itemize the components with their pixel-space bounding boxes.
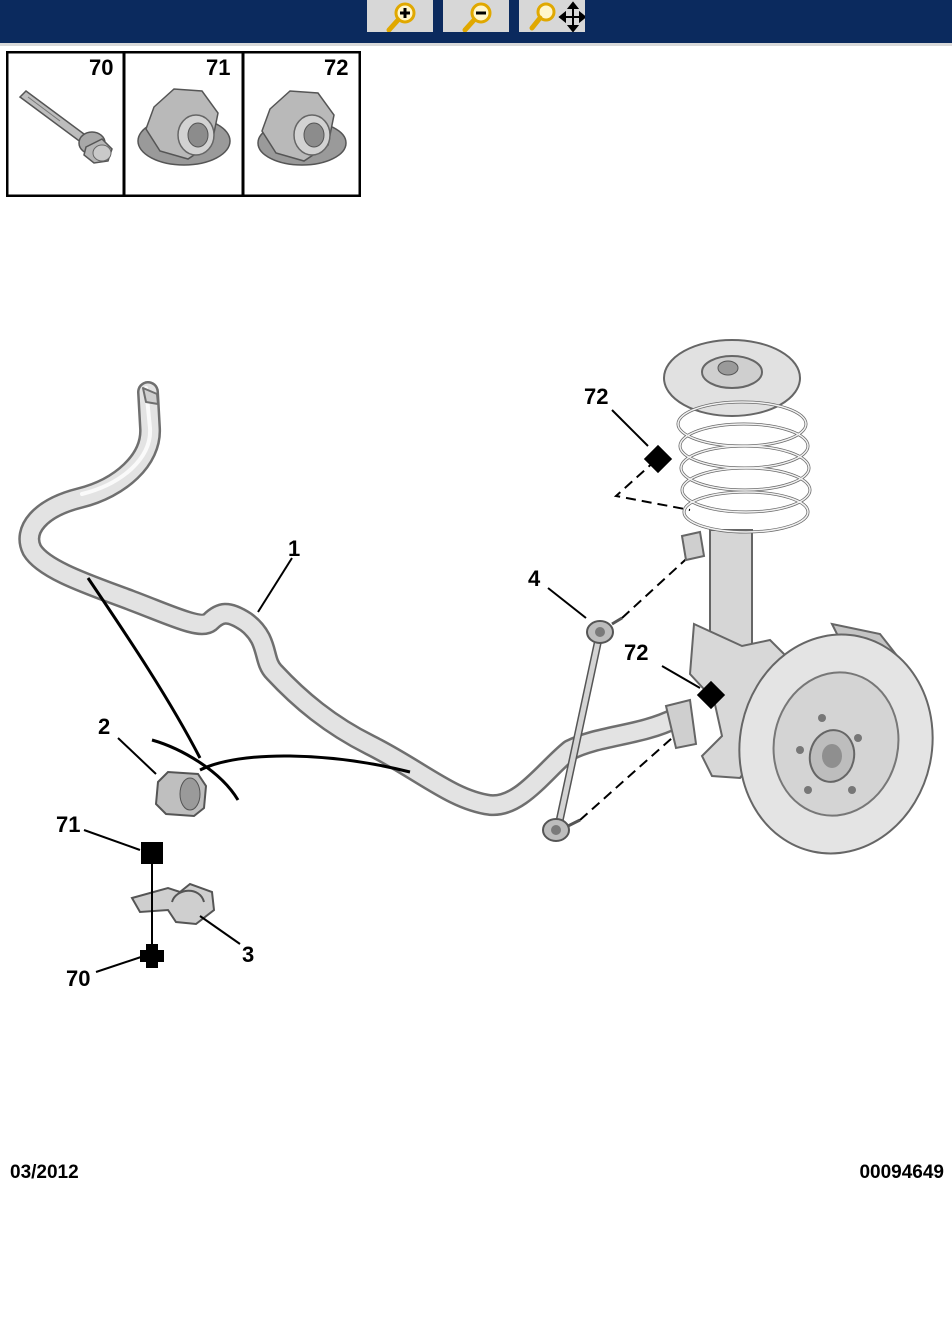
flange-nut-drawing [137, 88, 231, 166]
bush-2 [154, 770, 208, 818]
legend-cell-71: 71 [137, 55, 231, 166]
callout-1: 1 [288, 536, 300, 561]
toolbar-divider [0, 43, 952, 46]
zoom-out-button[interactable] [443, 0, 509, 32]
footer-code: 00094649 [859, 1162, 944, 1183]
anti-roll-bar [18, 381, 687, 817]
callout-70: 70 [66, 966, 90, 991]
callout-leaders [83, 409, 701, 973]
footer-date: 03/2012 [10, 1162, 79, 1183]
bush-leader-lines [86, 577, 411, 801]
exploded-diagram: 72 1 4 72 2 71 3 70 [0, 300, 952, 1020]
legend-number-72: 72 [324, 55, 348, 80]
legend-number-71: 71 [206, 55, 230, 80]
callout-4: 4 [528, 566, 541, 591]
bolt-drawing [18, 90, 113, 164]
square-marker-71 [141, 842, 163, 864]
strut-assembly [663, 339, 812, 651]
fastener-symbols-left [140, 842, 164, 968]
hex-nut-drawing [257, 90, 347, 166]
callout-72-top: 72 [584, 384, 608, 409]
zoom-pan-button[interactable] [519, 0, 585, 32]
zoom-out-icon [462, 2, 492, 32]
diamond-markers-72 [643, 444, 726, 710]
legend-number-70: 70 [89, 55, 113, 80]
drop-link-4 [542, 616, 623, 842]
diamond-marker-72-top [643, 444, 673, 474]
toolbar [0, 0, 952, 46]
diamond-marker-72-mid [696, 680, 726, 710]
brake-disc [738, 633, 934, 855]
parts-legend: 70 71 72 [6, 51, 361, 197]
callout-3: 3 [242, 942, 254, 967]
zoom-in-button[interactable] [367, 0, 433, 32]
callout-72-mid: 72 [624, 640, 648, 665]
legend-cell-70: 70 [18, 55, 113, 164]
assembly-dashed-lines [579, 459, 697, 821]
callout-71: 71 [56, 812, 80, 837]
zoom-in-icon [386, 2, 416, 32]
callout-2: 2 [98, 714, 110, 739]
zoom-pan-icon [529, 1, 585, 32]
plus-marker-70 [140, 944, 164, 968]
legend-cell-72: 72 [257, 55, 348, 166]
